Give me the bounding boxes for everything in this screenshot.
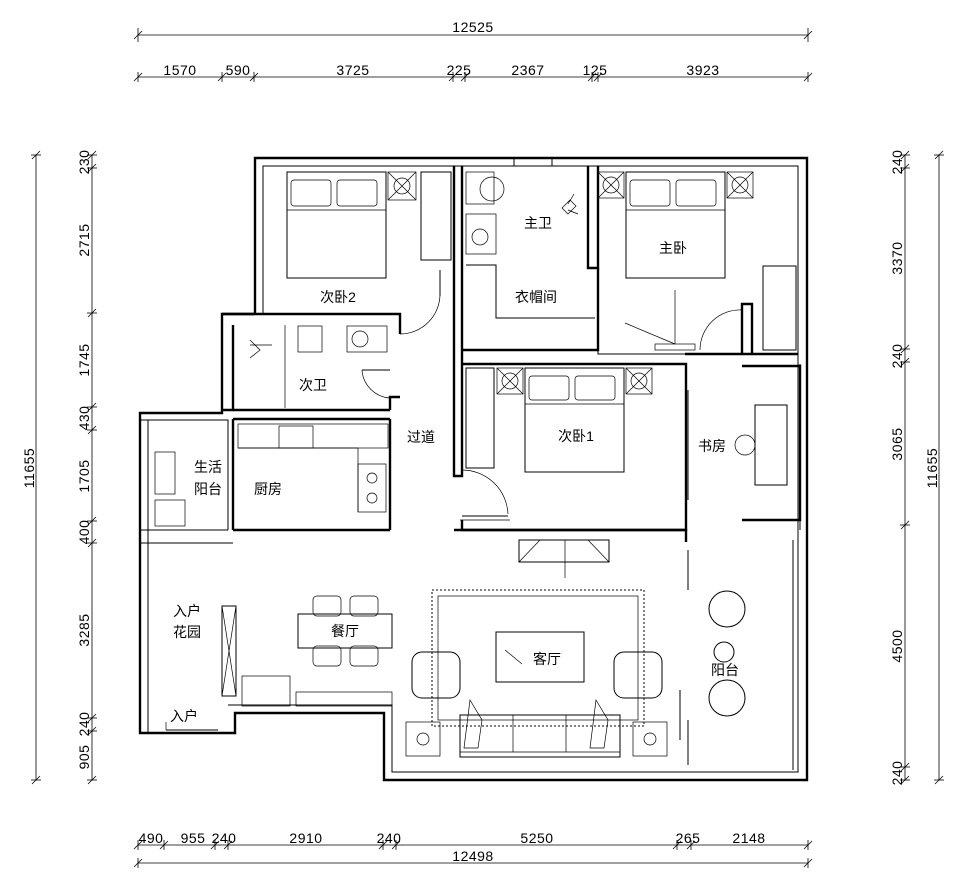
room-label-study: 书房 — [698, 438, 726, 454]
top-dimension-1: 1570 — [163, 62, 196, 78]
left-dimension-5: 1705 — [76, 459, 92, 492]
top-dimension-5: 2367 — [511, 62, 544, 78]
exterior-walls — [138, 156, 809, 782]
room-label-entry-garden-line1: 入户 — [173, 603, 201, 619]
room-label-kitchen: 厨房 — [254, 481, 282, 497]
room-label-master-bedroom: 主卧 — [659, 240, 687, 256]
room-label-balcony: 阳台 — [711, 662, 739, 678]
furniture — [154, 171, 797, 770]
right-dimension-4: 3065 — [889, 427, 905, 460]
interior-walls — [140, 166, 802, 733]
room-label-corridor: 过道 — [407, 429, 435, 445]
room-label-utility-balcony-line1: 生活 — [194, 459, 222, 475]
bottom-dimension-7: 265 — [676, 830, 701, 846]
top-total-dimension: 12525 — [452, 19, 493, 35]
room-labels: 主卫 主卧 次卧2 衣帽间 次卫 过道 次卧1 书房 生活 阳台 厨房 入户 花… — [170, 215, 739, 724]
bottom-dimension-5: 240 — [377, 830, 402, 846]
top-dimension-6: 125 — [583, 62, 608, 78]
dimension-top: 12525 1570 590 3725 225 2367 125 3923 — [133, 19, 813, 82]
room-label-dining: 餐厅 — [331, 623, 359, 639]
dimension-left: 11655 230 2715 1745 430 1705 400 3285 24… — [21, 150, 97, 785]
room-label-utility-balcony-line2: 阳台 — [194, 481, 222, 497]
top-dimension-7: 3923 — [686, 62, 719, 78]
dimension-bottom: 490 955 240 2910 240 5250 265 2148 12498 — [133, 830, 813, 868]
bottom-dimension-2: 955 — [181, 830, 206, 846]
bottom-dimension-3: 240 — [212, 830, 237, 846]
bottom-dimension-8: 2148 — [732, 830, 765, 846]
right-dimension-2: 3370 — [889, 241, 905, 274]
right-dimension-6: 240 — [889, 761, 905, 786]
bottom-dimension-6: 5250 — [520, 830, 553, 846]
left-dimension-1: 230 — [76, 150, 92, 175]
left-dimension-3: 1745 — [76, 343, 92, 376]
left-dimension-9: 905 — [76, 745, 92, 770]
room-label-second-bedroom-2: 次卧2 — [320, 289, 356, 305]
room-label-living: 客厅 — [533, 651, 561, 667]
left-dimension-6: 400 — [76, 520, 92, 545]
room-label-second-bedroom-1: 次卧1 — [558, 428, 594, 444]
left-dimension-4: 430 — [76, 406, 92, 431]
top-dimension-4: 225 — [447, 62, 472, 78]
top-dimension-2: 590 — [226, 62, 251, 78]
right-dimension-5: 4500 — [889, 629, 905, 662]
doors — [165, 270, 743, 731]
room-label-entry-garden-line2: 花园 — [173, 624, 201, 640]
right-dimension-3: 240 — [889, 344, 905, 369]
dimension-right: 11655 240 3370 240 3065 4500 240 — [889, 150, 944, 786]
bottom-dimension-1: 490 — [139, 830, 164, 846]
left-total-dimension: 11655 — [21, 448, 37, 488]
room-label-second-bath: 次卫 — [299, 377, 327, 393]
left-dimension-8: 240 — [76, 712, 92, 737]
right-dimension-1: 240 — [889, 150, 905, 175]
left-dimension-7: 3285 — [76, 613, 92, 646]
top-dimension-3: 3725 — [336, 62, 369, 78]
room-label-master-bath: 主卫 — [524, 215, 552, 231]
bottom-total-dimension: 12498 — [452, 848, 493, 864]
room-label-entrance: 入户 — [170, 708, 198, 724]
right-total-dimension: 11655 — [924, 448, 940, 488]
left-dimension-2: 2715 — [76, 223, 92, 256]
bottom-dimension-4: 2910 — [289, 830, 322, 846]
room-label-walk-in-closet: 衣帽间 — [515, 289, 557, 305]
